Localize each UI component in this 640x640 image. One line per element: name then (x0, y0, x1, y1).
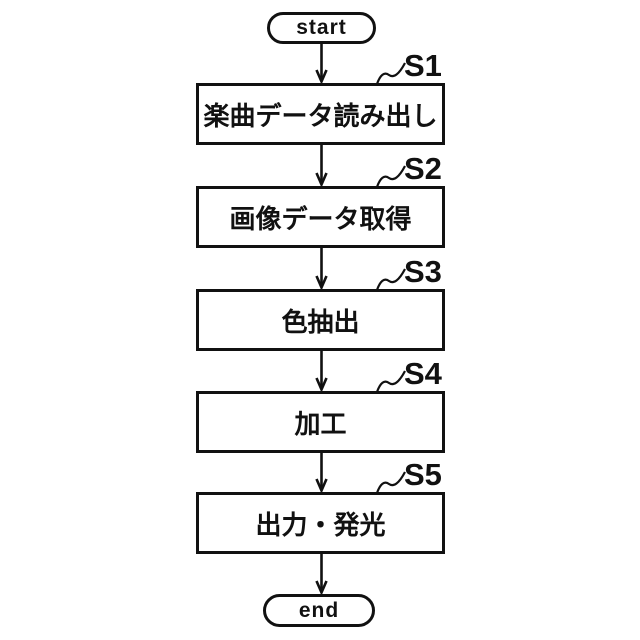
step-label: 画像データ取得 (229, 203, 412, 234)
step-label: 色抽出 (281, 306, 360, 337)
end-terminal: end (263, 594, 375, 627)
step-id-label-s4: S4 (404, 356, 442, 391)
step-id-label-s2: S2 (404, 151, 442, 186)
s2-leader-line (375, 165, 406, 188)
step-id-label-s1: S1 (404, 48, 442, 83)
end-label: end (298, 598, 340, 622)
arrow-s4-to-s5 (315, 453, 328, 494)
step-label: 出力・発光 (255, 509, 386, 540)
step-box-s2: 画像データ取得 (196, 186, 445, 248)
step-box-s3: 色抽出 (196, 289, 445, 351)
step-label: 加工 (294, 408, 347, 439)
arrow-s3-to-s4 (315, 351, 328, 393)
s3-leader-line (375, 268, 406, 291)
start-terminal: start (267, 12, 376, 44)
arrow-s1-to-s2 (315, 145, 328, 188)
step-box-s1: 楽曲データ読み出し (196, 83, 445, 145)
start-label: start (296, 16, 347, 39)
s4-leader-line (375, 370, 406, 393)
step-box-s5: 出力・発光 (196, 492, 445, 554)
arrow-s2-to-s3 (315, 248, 328, 291)
s5-leader-line (375, 471, 406, 494)
step-id-label-s5: S5 (404, 457, 442, 492)
step-id-label-s3: S3 (404, 254, 442, 289)
step-label: 楽曲データ読み出し (203, 100, 438, 131)
arrow-start-to-s1 (315, 44, 328, 85)
s1-leader-line (375, 62, 406, 85)
step-box-s4: 加工 (196, 391, 445, 453)
arrow-s5-to-end (315, 554, 328, 596)
